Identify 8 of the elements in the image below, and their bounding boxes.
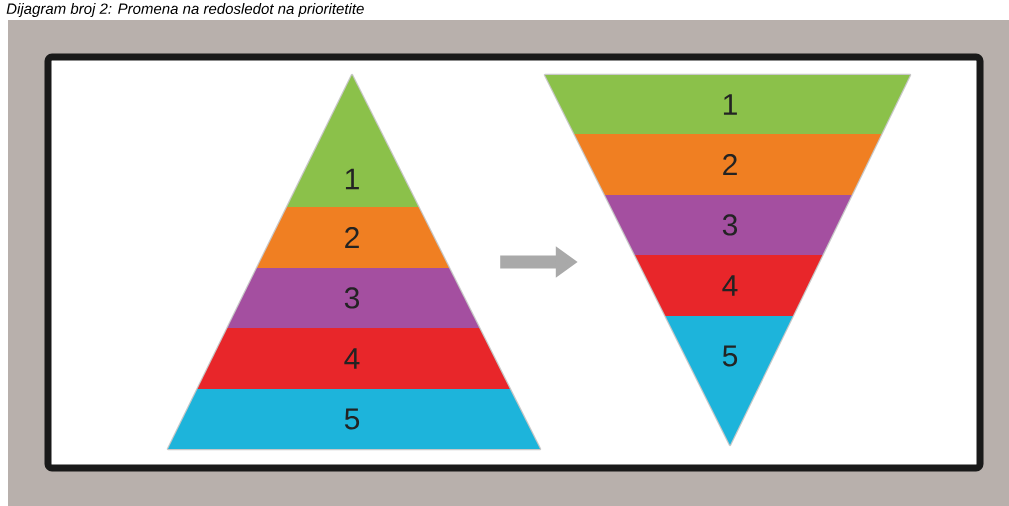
pyramid-band: 2 (257, 207, 449, 268)
pyramid-band: 5 (665, 316, 793, 445)
pyramid-band: 3 (605, 195, 852, 255)
pyramid-band: 1 (287, 75, 419, 207)
pyramid-band: 4 (635, 255, 823, 316)
pyramid-band: 3 (227, 268, 480, 328)
title: Dijagram broj 2: Promena na redosledot na prioritetite (6, 3, 364, 17)
pyramid-band: 5 (168, 389, 540, 449)
